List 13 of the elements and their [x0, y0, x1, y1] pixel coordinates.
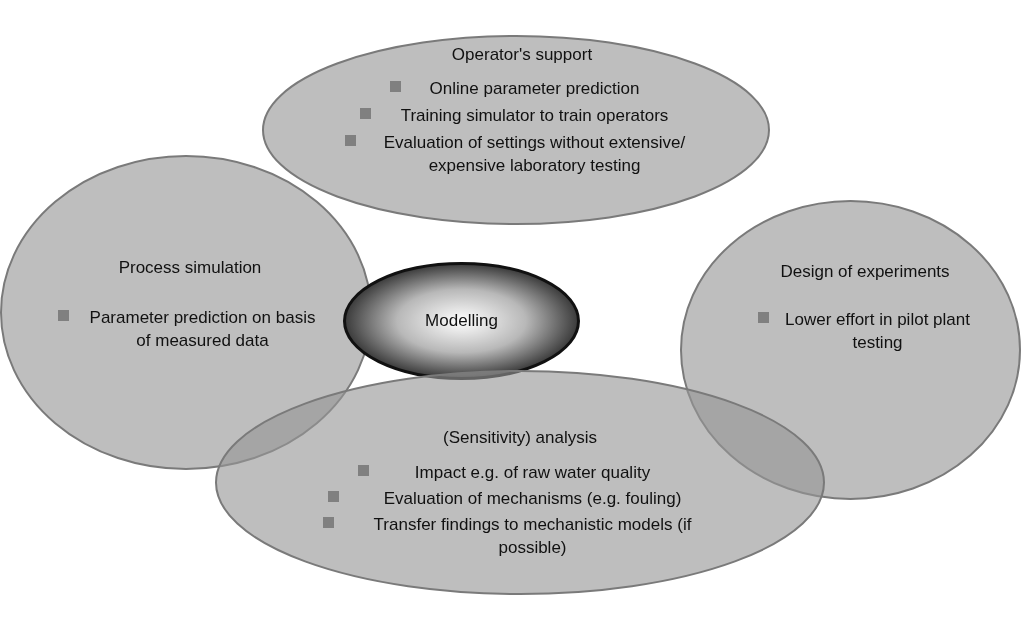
bullet-text: Lower effort in pilot plant testing: [784, 309, 971, 354]
ellipse-heading: Process simulation: [118, 258, 262, 278]
center-label: Modelling: [425, 311, 498, 331]
bullet-text: Training simulator to train operators: [399, 105, 670, 127]
ellipse-heading: Design of experiments: [780, 262, 950, 282]
bullet-text: Transfer findings to mechanistic models (if possible): [372, 514, 693, 559]
bullet-text: Evaluation of settings without extensive/ expensive laboratory testing: [382, 132, 687, 177]
bullet-text: Online parameter prediction: [428, 78, 641, 100]
ellipse-heading: (Sensitivity) analysis: [443, 428, 597, 448]
ellipse-heading: Operator's support: [451, 45, 593, 65]
bullet-text: Impact e.g. of raw water quality: [413, 462, 652, 484]
bullet-text: Evaluation of mechanisms (e.g. fouling): [382, 488, 683, 510]
bullet-text: Parameter prediction on basis of measured data: [88, 307, 317, 352]
